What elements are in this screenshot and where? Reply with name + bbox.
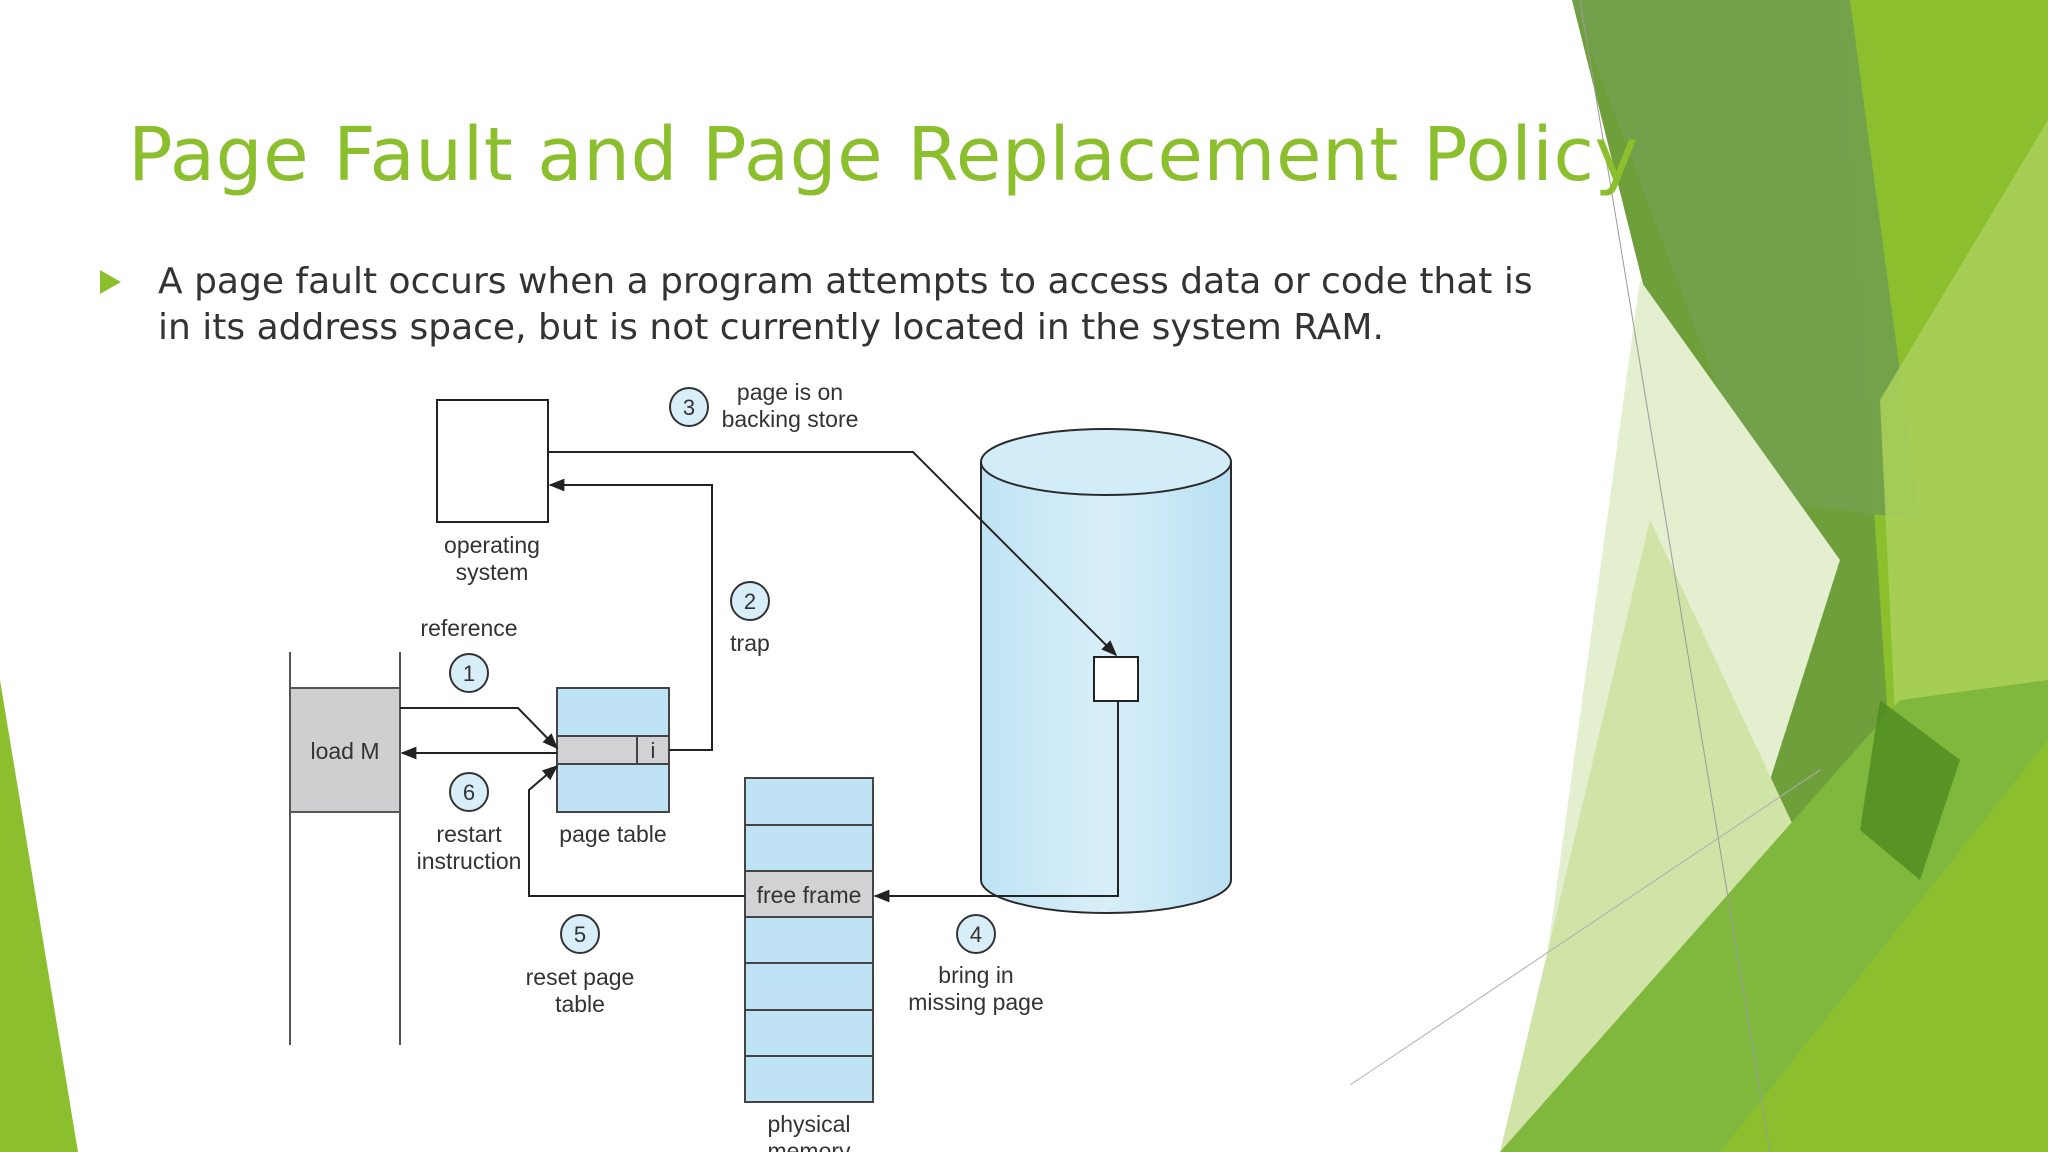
os-label-line-2: system: [456, 559, 529, 585]
physical-memory-label-line-1: physical: [767, 1111, 850, 1137]
os-label-line-1: operating: [444, 532, 540, 558]
step-1: 1 reference: [420, 615, 518, 693]
step-4: 4 bring in missing page: [908, 914, 1044, 1015]
deco-line-1: [1579, 0, 1771, 1152]
step-4-label-line-1: bring in: [938, 962, 1013, 988]
step-1-number: 1: [463, 661, 475, 686]
invalid-bit: i: [651, 738, 656, 763]
arrow-reset-table: [528, 764, 745, 897]
free-frame-label: free frame: [757, 882, 862, 908]
diagram-arrows: [400, 451, 1119, 903]
physical-memory-label-line-2: memory: [767, 1138, 851, 1152]
step-6: 6 restart instruction: [417, 772, 522, 874]
step-4-label-line-2: missing page: [908, 989, 1044, 1015]
right-facet-3: [1572, 0, 1920, 520]
right-facet-9: [1860, 700, 1960, 880]
disk-page-block: [1093, 656, 1139, 702]
step-3-label-line-1: page is on: [737, 379, 843, 405]
slide-title: Page Fault and Page Replacement Policy: [128, 112, 1639, 198]
bullet-text: A page fault occurs when a program attem…: [158, 261, 1533, 348]
load-m-box: [289, 687, 401, 813]
step-5-label-line-1: reset page: [526, 964, 635, 990]
arrow-reference: [400, 707, 559, 750]
physical-memory: free frame physical memory: [744, 777, 874, 1152]
step-5: 5 reset page table: [526, 914, 635, 1017]
step-1-label: reference: [420, 615, 517, 641]
left-accent-shape: [0, 680, 78, 1152]
step-3-label-line-2: backing store: [722, 406, 859, 432]
bullet-triangle-icon: [100, 270, 121, 294]
step-2: 2 trap: [730, 581, 770, 656]
operating-system-box: [436, 399, 549, 523]
program-column: load M: [289, 652, 401, 1045]
page-table: i page table: [556, 687, 670, 847]
step-6-label-line-1: restart: [436, 821, 502, 847]
deco-line-2: [1349, 769, 1821, 1086]
step-3: 3 page is on backing store: [669, 379, 859, 432]
free-frame-slot: [744, 870, 874, 918]
right-facet-8: [1720, 740, 2048, 1152]
step-3-number: 3: [683, 395, 695, 420]
page-table-label: page table: [559, 821, 666, 847]
step-6-label-line-2: instruction: [417, 848, 522, 874]
step-2-label: trap: [730, 630, 770, 656]
step-5-label-line-2: table: [555, 991, 605, 1017]
right-facet-5: [1500, 520, 1800, 1152]
step-2-number: 2: [744, 589, 756, 614]
load-m-label: load M: [310, 738, 379, 764]
step-4-number: 4: [970, 922, 982, 947]
arrow-backing-store: [548, 451, 1118, 657]
right-facet-6: [1880, 120, 2048, 820]
arrow-trap: [548, 478, 713, 751]
step-5-number: 5: [574, 922, 586, 947]
step-6-number: 6: [463, 780, 475, 805]
arrow-bring-in: [873, 701, 1119, 903]
